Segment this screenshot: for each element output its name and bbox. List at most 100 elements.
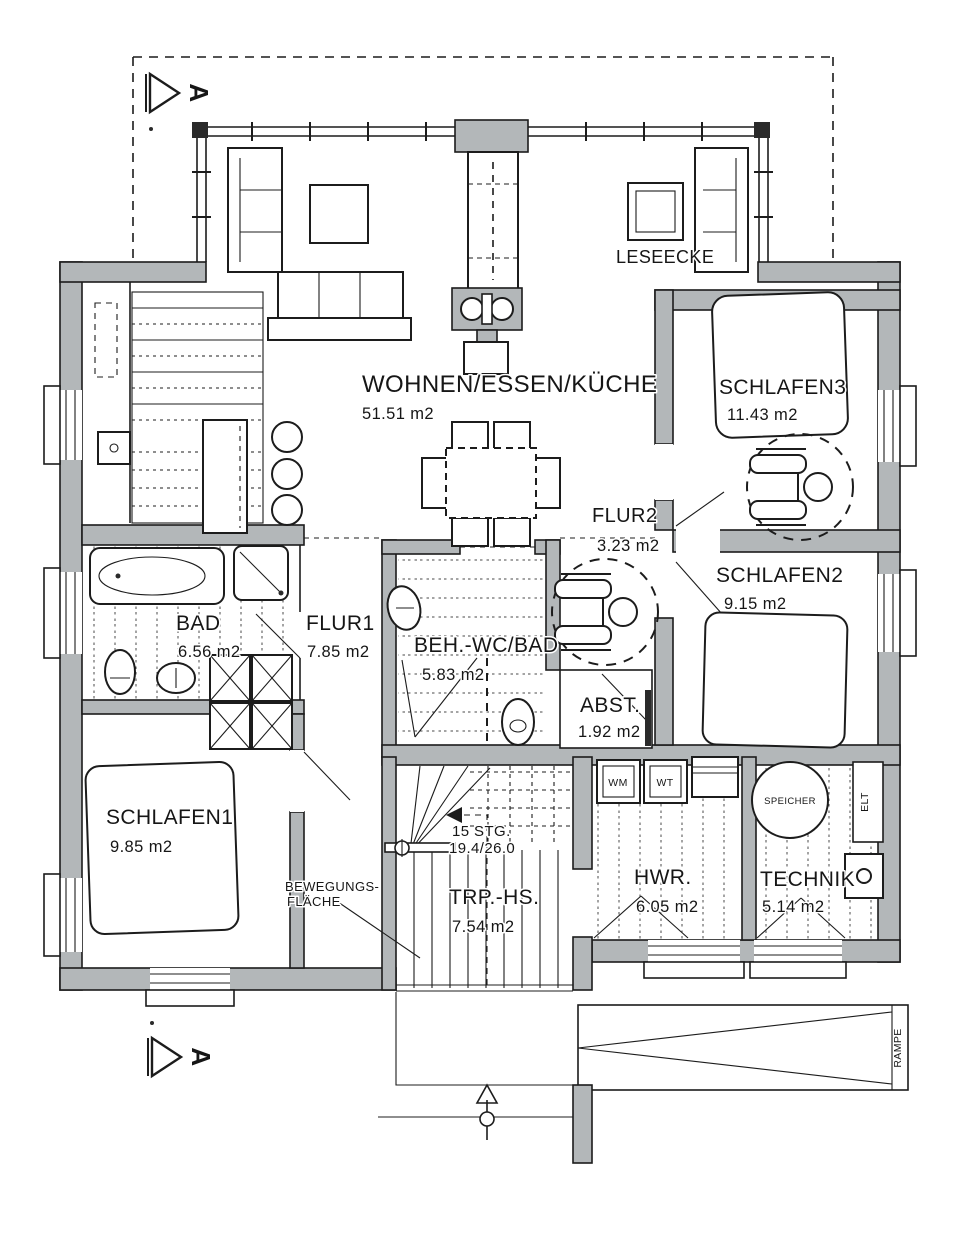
bedroom-doors <box>290 444 725 812</box>
room-hwr <box>592 756 742 940</box>
chair <box>451 517 489 547</box>
chair <box>533 457 561 509</box>
door-leaf-schlafen2 <box>675 561 723 615</box>
label-bad: BAD <box>176 612 220 635</box>
toilet <box>501 698 535 746</box>
entrance-arrow <box>475 1083 499 1140</box>
cupboard-x <box>251 702 293 750</box>
armchair <box>627 182 684 241</box>
label-bewegung-1: BEWEGUNGS- <box>285 879 379 894</box>
label-rampe: RAMPE <box>892 1028 904 1067</box>
roof-outline <box>132 56 834 260</box>
chair <box>451 421 489 451</box>
sofa-front <box>277 271 404 319</box>
chair <box>421 457 449 509</box>
wheelchair-icon <box>551 558 659 666</box>
door-panel <box>645 690 651 746</box>
area-schlafen1: 9.85 m2 <box>110 838 172 856</box>
dryer <box>643 759 688 804</box>
entrance-porch <box>378 992 909 1164</box>
handrail <box>384 842 456 853</box>
room-behwc <box>386 546 544 746</box>
label-flur2: FLUR2 <box>592 505 657 527</box>
walk-line <box>458 814 488 985</box>
door-leaf-bad <box>255 613 301 659</box>
area-schlafen2: 9.15 m2 <box>724 595 786 613</box>
label-elt: ELT <box>859 792 871 812</box>
tall-cabinet <box>94 302 118 378</box>
room-abst <box>559 669 653 749</box>
conservatory-glazing <box>192 122 773 262</box>
window-sill <box>43 873 61 957</box>
dining-table <box>445 447 537 519</box>
bar-stool <box>271 458 303 490</box>
label-schlafen1: SCHLAFEN1 <box>106 806 233 829</box>
section-marker-top: A <box>145 71 216 131</box>
label-trphs: TRP.-HS. <box>449 886 539 909</box>
sofa-left <box>227 147 283 273</box>
section-marker-bottom: A <box>147 1021 218 1079</box>
windows <box>43 385 917 1007</box>
section-letter-top: A <box>184 83 214 102</box>
label-speicher: SPEICHER <box>764 796 816 807</box>
area-flur1: 7.85 m2 <box>307 643 369 661</box>
room-labels: WOHNEN/ESSEN/KÜCHE 51.51 m2 LESEECKE SCH… <box>105 246 906 1069</box>
appliance <box>691 756 739 798</box>
area-hwr: 6.05 m2 <box>636 898 698 916</box>
stove-table <box>463 341 509 375</box>
door-leaf-schlafen1 <box>303 751 351 801</box>
door-swing <box>593 895 642 939</box>
bathtub <box>89 547 225 605</box>
cupboard-x <box>209 702 251 750</box>
cupboard-x <box>209 654 251 702</box>
window-sill <box>643 961 745 979</box>
label-schlafen3: SCHLAFEN3 <box>719 376 846 399</box>
label-schlafen2: SCHLAFEN2 <box>716 564 843 587</box>
window-sill <box>749 961 847 979</box>
bed-schlafen3 <box>711 291 849 439</box>
cupboards <box>209 654 293 750</box>
window-sill <box>899 569 917 657</box>
room-technik <box>751 761 884 940</box>
cupboard-x <box>251 654 293 702</box>
label-behwc: BEH.-WC/BAD <box>414 634 558 657</box>
equipment-box <box>844 853 884 899</box>
label-stairs-2: 19.4/26.0 <box>449 840 515 857</box>
label-wm: WM <box>608 777 627 789</box>
room-bad <box>84 545 301 700</box>
section-letter-bottom: A <box>186 1047 216 1066</box>
bed-schlafen2 <box>701 611 849 749</box>
door-leaf-schlafen3 <box>675 491 725 527</box>
washing-machine <box>596 759 641 804</box>
label-bewegung-2: FLÄCHE <box>287 894 341 909</box>
window-sill <box>145 989 235 1007</box>
window-sill <box>43 567 61 659</box>
coffee-table <box>309 184 369 244</box>
label-hwr: HWR. <box>634 866 692 889</box>
area-wohnen: 51.51 m2 <box>362 405 434 423</box>
window-sill <box>899 385 917 467</box>
elt-cabinet <box>852 761 884 843</box>
sofa-leseecke <box>694 147 749 273</box>
label-leseecke: LESEECKE <box>616 247 714 267</box>
walk-line-arrow <box>446 807 462 823</box>
label-abst: ABST. <box>580 694 640 717</box>
chimney <box>451 119 529 375</box>
leader-bewegungsflaeche <box>337 901 421 959</box>
door-leaf-abst <box>601 673 647 721</box>
area-behwc: 5.83 m2 <box>422 666 484 684</box>
kitchen <box>94 282 303 534</box>
label-technik: TECHNIK <box>760 868 855 891</box>
area-technik: 5.14 m2 <box>762 898 824 916</box>
chair <box>493 517 531 547</box>
living-furniture <box>227 147 749 341</box>
chair <box>493 421 531 451</box>
speicher-tank <box>751 761 829 839</box>
door-swing <box>756 897 802 939</box>
corner-post <box>192 122 208 138</box>
stairwell <box>384 765 573 992</box>
area-abst: 1.92 m2 <box>578 723 640 741</box>
folding-seat <box>401 659 416 738</box>
